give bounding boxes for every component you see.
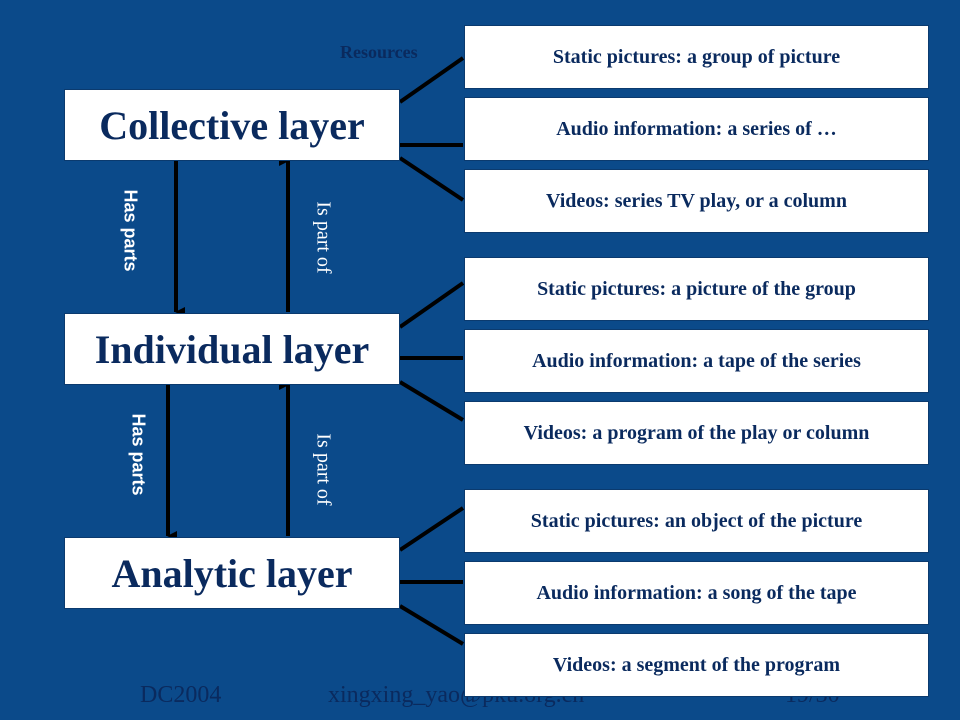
connector-individual-static xyxy=(398,281,465,329)
is-part-of-label-bottom: Is part of xyxy=(312,433,335,506)
is-part-of-label-top: Is part of xyxy=(312,201,335,274)
footer-conference: DC2004 xyxy=(140,682,222,708)
analytic-static-pictures-box: Static pictures: an object of the pictur… xyxy=(464,489,929,553)
collective-layer-box: Collective layer xyxy=(64,89,400,161)
analytic-audio-box: Audio information: a song of the tape xyxy=(464,561,929,625)
has-parts-label-bottom: Has parts xyxy=(128,413,149,496)
individual-static-pictures-box: Static pictures: a picture of the group xyxy=(464,257,929,321)
connector-analytic-video xyxy=(398,604,465,646)
collective-videos-box: Videos: series TV play, or a column xyxy=(464,169,929,233)
analytic-videos-box: Videos: a segment of the program xyxy=(464,633,929,697)
analytic-layer-box: Analytic layer xyxy=(64,537,400,609)
collective-static-pictures-box: Static pictures: a group of picture xyxy=(464,25,929,89)
individual-videos-box: Videos: a program of the play or column xyxy=(464,401,929,465)
connector-collective-video xyxy=(398,156,465,202)
connector-collective-static xyxy=(398,56,465,104)
connector-analytic-static xyxy=(398,506,465,552)
individual-layer-box: Individual layer xyxy=(64,313,400,385)
resources-label: Resources xyxy=(340,42,418,62)
collective-audio-box: Audio information: a series of … xyxy=(464,97,929,161)
connector-individual-video xyxy=(398,380,465,422)
has-parts-label-top: Has parts xyxy=(120,189,141,272)
individual-audio-box: Audio information: a tape of the series xyxy=(464,329,929,393)
